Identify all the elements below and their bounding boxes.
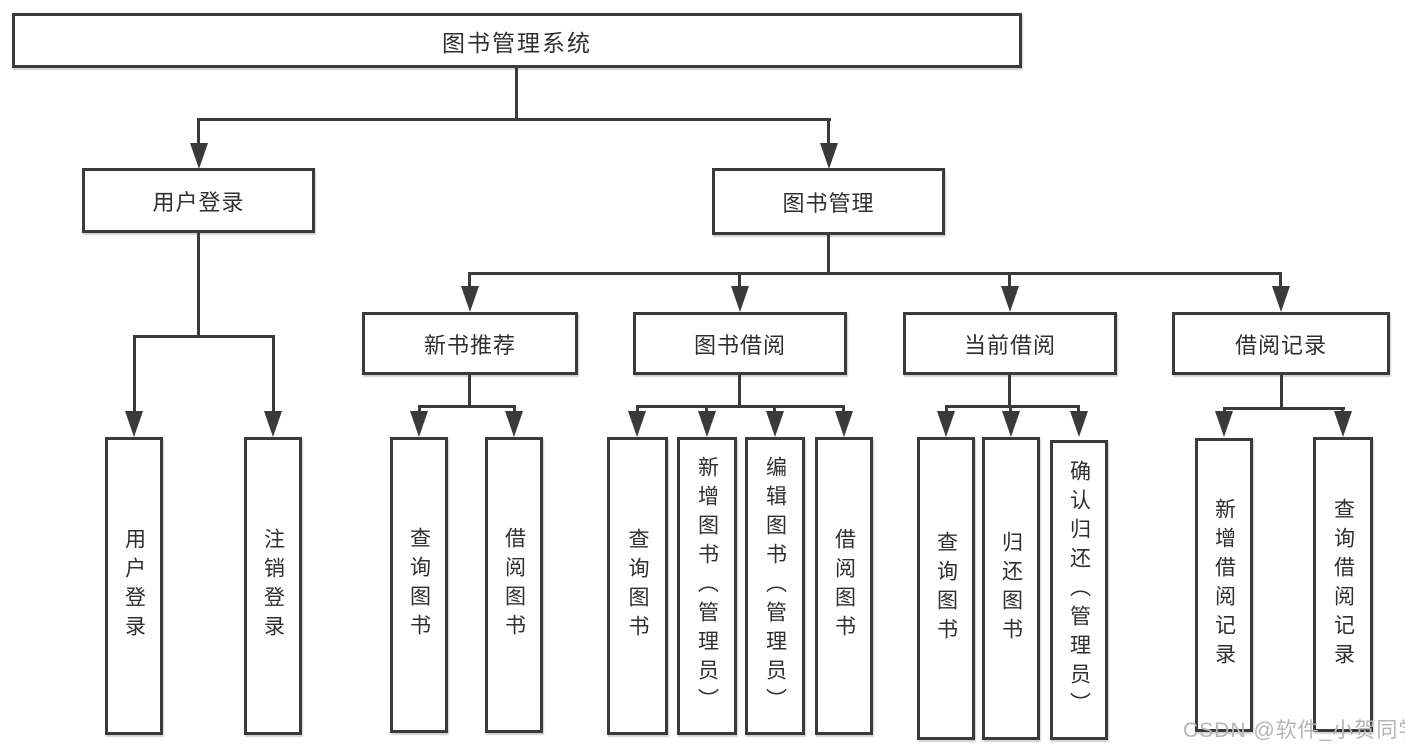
node-new-book-recommend: 新书推荐 [362,312,578,375]
node-book-management: 图书管理 [712,168,945,235]
arrow-down-icon [190,143,208,169]
leaf-edit-books-admin: 编辑图书（管理员） [745,437,805,735]
node-label: 图书借阅 [693,332,786,358]
arrow-down-icon [766,411,784,437]
connector-line [1223,407,1345,410]
leaf-borrow-books-recommend: 借阅图书 [485,437,543,733]
connector-line [418,405,516,408]
arrow-down-icon [410,411,428,437]
arrow-down-icon [1215,411,1233,437]
arrow-down-icon [835,411,853,437]
leaf-user-login: 用户登录 [105,437,163,735]
connector-line [513,405,516,415]
connector-line [773,405,776,415]
leaf-borrow-books: 借阅图书 [815,437,873,735]
arrow-down-icon [698,411,716,437]
arrow-down-icon [1001,286,1019,312]
connector-line [705,405,708,415]
leaf-query-borrow-record: 查询借阅记录 [1313,437,1373,732]
connector-line [133,335,136,413]
connector-line [1280,375,1283,407]
connector-line [1077,405,1080,415]
connector-line [945,405,948,415]
connector-line [827,118,830,145]
connector-line [468,272,471,288]
node-library-system: 图书管理系统 [12,13,1022,68]
arrow-down-icon [1070,411,1088,437]
connector-line [418,405,421,415]
node-label: 图书管理 [782,190,875,216]
node-label: 新增借阅记录 [1212,498,1236,672]
arrow-down-icon [731,286,749,312]
connector-line [738,272,741,288]
node-label: 用户登录 [152,189,245,215]
csdn-watermark: CSDN @软件_小贺同学 [1183,719,1405,742]
leaf-add-books-admin: 新增图书（管理员） [677,437,737,735]
connector-line [197,233,200,335]
node-user-login-branch: 用户登录 [82,168,315,233]
node-current-borrowing: 当前借阅 [903,312,1117,375]
node-label: 当前借阅 [963,332,1056,358]
arrow-down-icon [820,143,838,169]
connector-line [1008,272,1011,288]
leaf-query-books-current: 查询图书 [917,437,975,740]
connector-line [197,118,200,145]
leaf-confirm-return-admin: 确认归还（管理员） [1050,440,1108,740]
connector-line [468,375,471,405]
connector-line [636,405,845,408]
node-label: 注销登录 [261,528,285,644]
node-label: 新书推荐 [423,332,516,358]
leaf-add-borrow-record: 新增借阅记录 [1195,438,1253,732]
connector-line [945,405,1080,408]
node-label: 借阅图书 [832,528,856,644]
arrow-down-icon [505,411,523,437]
leaf-query-books-borrow: 查询图书 [607,437,668,735]
node-label: 借阅记录 [1234,332,1327,358]
node-label: 图书管理系统 [442,29,592,56]
node-label: 用户登录 [122,528,146,644]
arrow-down-icon [264,411,282,437]
connector-line [468,272,1282,275]
connector-line [842,405,845,415]
node-label: 编辑图书（管理员） [763,455,787,717]
connector-line [636,405,639,415]
node-label: 查询借阅记录 [1331,497,1355,672]
connector-line [272,335,275,413]
node-label: 查询图书 [407,527,431,643]
connector-line [1008,375,1011,405]
leaf-query-books-recommend: 查询图书 [390,437,448,733]
connector-line [827,235,830,272]
node-label: 确认归还（管理员） [1067,459,1091,721]
arrow-down-icon [125,411,143,437]
node-book-borrowing: 图书借阅 [633,312,847,375]
connector-line [1009,405,1012,415]
arrow-down-icon [628,411,646,437]
leaf-return-books: 归还图书 [982,437,1040,740]
node-label: 查询图书 [626,528,649,644]
leaf-logout: 注销登录 [244,437,302,735]
node-label: 归还图书 [999,530,1023,647]
connector-line [515,68,518,118]
arrow-down-icon [1272,286,1290,312]
connector-line [1279,272,1282,288]
node-label: 借阅图书 [502,527,526,643]
connector-line [197,118,831,121]
connector-line [738,375,741,405]
arrow-down-icon [937,411,955,437]
node-label: 新增图书（管理员） [695,455,719,717]
arrow-down-icon [461,286,479,312]
arrow-down-icon [1334,411,1352,437]
node-label: 查询图书 [934,530,958,647]
arrow-down-icon [1002,411,1020,437]
connector-line [133,335,275,338]
node-borrowing-records: 借阅记录 [1172,312,1390,375]
